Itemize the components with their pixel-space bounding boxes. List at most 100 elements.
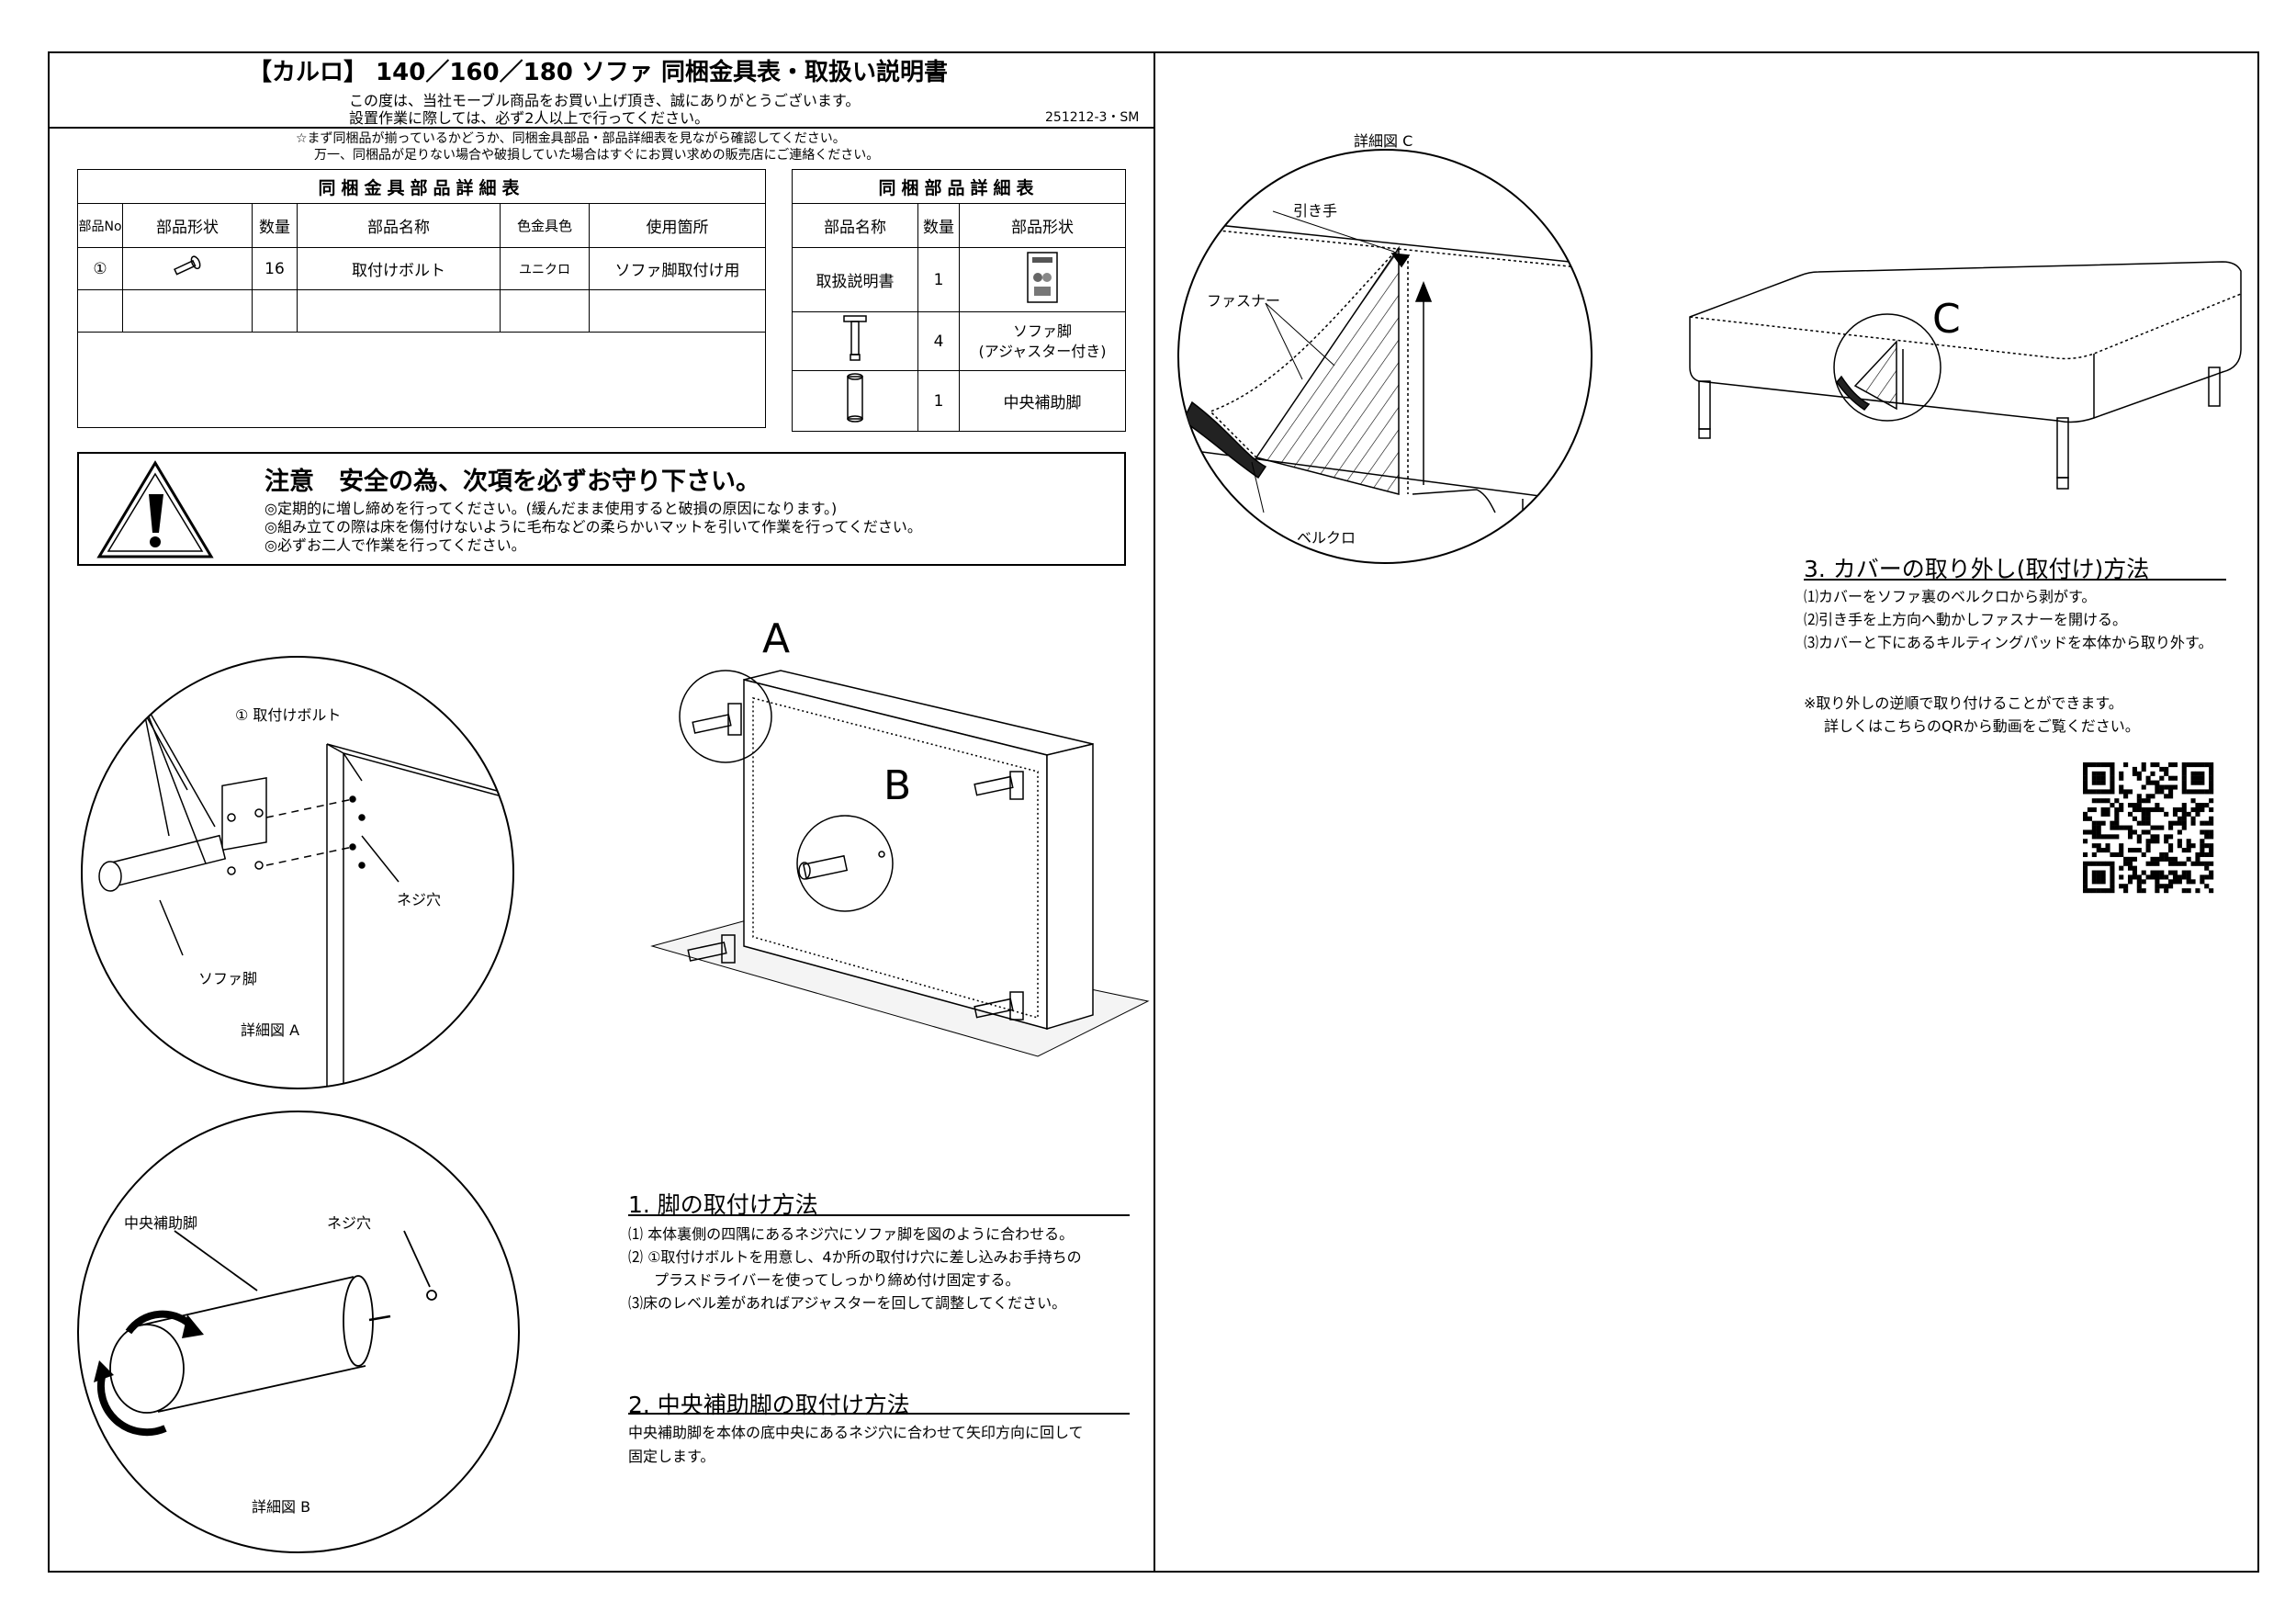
qr-module [2083,784,2088,790]
parts-row1-name: 取扱説明書 [792,247,918,312]
qr-module [2200,789,2205,795]
qr-module [2132,874,2137,880]
qr-module [2200,843,2205,849]
qr-module [2110,861,2115,866]
qr-module [2155,856,2160,862]
qr-module [2209,870,2214,875]
qr-module [2110,884,2115,889]
table-row: 4 ソファ脚 (アジャスター付き) [792,311,1126,371]
qr-module [2091,879,2097,885]
detail-a-figure [81,656,514,1089]
detail-b-caption: 詳細図 B [252,1498,311,1516]
qr-module [2155,806,2160,813]
qr-module [2150,874,2155,880]
step2-title: 2. 中央補助脚の取付け方法 [628,1392,910,1418]
qr-module [2159,856,2165,862]
qr-module [2123,884,2129,889]
qr-module [2181,803,2187,808]
caution-line-1: ◎定期的に増し締めを行ってください。(緩んだまま使用すると破損の原因になります。… [264,500,838,517]
qr-module [2209,820,2214,826]
qr-module [2168,856,2174,862]
qr-module [2145,811,2151,817]
qr-module [2177,839,2182,844]
qr-module [2100,879,2106,885]
label-c: C [1932,296,1961,343]
qr-module [2181,874,2187,880]
qr-module [2105,834,2110,840]
qr-module [2195,789,2200,795]
qr-module [2096,843,2101,849]
qr-module [2096,848,2101,853]
qr-module [2190,820,2196,826]
qr-module [2200,851,2205,858]
qr-module [2141,888,2146,894]
qr-module [2181,848,2187,853]
qr-module [2096,834,2101,840]
col-no: 部品No [77,203,123,248]
qr-module [2141,879,2146,885]
qr-module [2132,803,2137,808]
qr-module [2145,839,2151,844]
qr-module [2164,839,2169,844]
qr-module [2091,888,2097,894]
qr-module [2114,806,2120,813]
qr-module [2091,861,2097,866]
qr-module [2119,851,2124,858]
qr-module [2127,874,2133,880]
qr-module [2127,825,2133,830]
sofa-overview-figure [1689,261,2242,490]
qr-module [2209,789,2214,795]
qr-module [2087,861,2092,866]
qr-module [2150,834,2155,840]
qr-module [2200,848,2205,853]
qr-module [2136,775,2142,781]
qr-module [2141,806,2146,813]
caution-line-2: ◎組み立ての際は床を傷付けないように毛布などの柔らかいマットを引いて作業を行って… [264,518,922,536]
qr-module [2181,870,2187,875]
qr-module [2132,816,2137,821]
qr-module [2100,861,2106,866]
col-part-qty: 数量 [917,203,960,248]
qr-module [2105,806,2110,813]
qr-module [2136,834,2142,840]
qr-module [2181,766,2187,772]
qr-module [2177,816,2182,821]
qr-module [2159,775,2165,781]
parts-row1-qty: 1 [917,247,960,312]
step3-line2: ⑵引き手を上方向へ動かしファスナーを開ける。 [1804,611,2128,628]
qr-module [2195,806,2200,813]
qr-module [2123,762,2129,768]
qr-module [2200,780,2205,785]
qr-code-icon[interactable] [2083,762,2214,894]
qr-module [2190,861,2196,866]
qr-module [2204,834,2210,840]
parts-table: 同梱部品詳細表 部品名称 数量 部品形状 取扱説明書 1 4 ソファ脚 [792,169,1126,432]
col-shape: 部品形状 [122,203,253,248]
qr-module [2119,806,2124,813]
qr-module [2119,865,2124,871]
detail-a-caption: 詳細図 A [241,1021,300,1039]
qr-module [2105,843,2110,849]
qr-module [2200,803,2205,808]
qr-module [2141,816,2146,821]
qr-module [2114,798,2120,804]
qr-module [2083,874,2088,880]
qr-module [2168,848,2174,853]
qr-module [2150,780,2155,785]
qr-module [2091,798,2097,804]
qr-module [2114,820,2120,826]
qr-module [2155,834,2160,840]
qr-module [2159,874,2165,880]
qr-module [2150,825,2155,830]
qr-module [2209,888,2214,894]
qr-module [2105,798,2110,804]
qr-module [2145,780,2151,785]
bolt-icon [174,255,201,276]
qr-module [2172,820,2178,826]
qr-module [2209,798,2214,804]
detail-b-figure [77,1111,520,1553]
qr-module [2091,775,2097,781]
qr-module [2132,771,2137,776]
qr-module [2145,829,2151,835]
qr-module [2200,771,2205,776]
